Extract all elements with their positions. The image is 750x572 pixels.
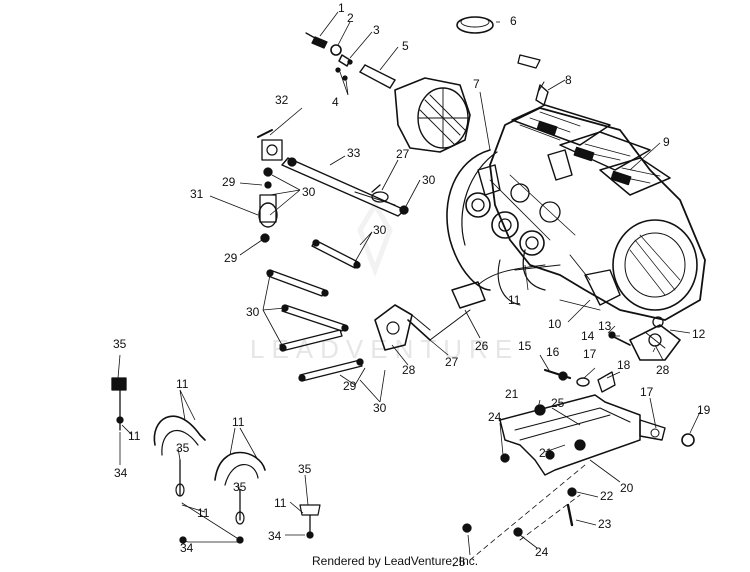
- callout-35b: 35: [176, 441, 190, 455]
- callout-20: 20: [620, 481, 634, 495]
- mount-parts-12-14: [608, 316, 681, 361]
- callout-23: 23: [598, 517, 612, 531]
- callout-34: 34: [114, 466, 128, 480]
- callout-17: 17: [583, 347, 597, 361]
- bolt-parts-22-23: [566, 487, 577, 527]
- guide-lines: [469, 464, 586, 561]
- intake-fan-assembly: [359, 64, 471, 153]
- callout-24: 24: [488, 410, 502, 424]
- fitting-parts-1-4: [305, 32, 353, 81]
- hose-set-30: [266, 239, 364, 382]
- callout-29c: 29: [343, 379, 357, 393]
- render-credit-caption: Rendered by LeadVenture, Inc.: [312, 554, 479, 568]
- callout-11: 11: [508, 293, 521, 307]
- callout-27b: 27: [445, 355, 459, 369]
- callout-30: 30: [302, 185, 316, 199]
- oil-line-assembly: [257, 129, 409, 243]
- callout-11f: 11: [274, 496, 287, 510]
- cable-part-26-27: [407, 264, 546, 341]
- callout-16: 16: [546, 345, 560, 359]
- callout-14: 14: [581, 329, 595, 343]
- callout-22: 22: [600, 489, 614, 503]
- callout-24b: 24: [535, 545, 549, 559]
- callout-30d: 30: [246, 305, 260, 319]
- callout-30b: 30: [422, 173, 436, 187]
- callout-5: 5: [402, 39, 409, 53]
- callout-31: 31: [190, 187, 204, 201]
- callout-28b: 28: [656, 363, 670, 377]
- callout-13: 13: [598, 319, 612, 333]
- oil-pump-part-28: [374, 304, 431, 351]
- callout-1: 1: [338, 1, 345, 15]
- callout-35c: 35: [233, 480, 247, 494]
- callout-21: 21: [505, 387, 519, 401]
- callout-32: 32: [275, 93, 289, 107]
- callout-11d: 11: [232, 415, 245, 429]
- callout-3: 3: [373, 23, 380, 37]
- callout-12: 12: [692, 327, 706, 341]
- callout-35: 35: [113, 337, 127, 351]
- callout-21b: 21: [539, 446, 553, 460]
- callout-34c: 34: [268, 529, 282, 543]
- callout-27: 27: [396, 147, 410, 161]
- callout-30c: 30: [373, 223, 387, 237]
- watermark-logo: [357, 200, 393, 278]
- callout-11b: 11: [176, 377, 189, 391]
- cap-part-6: [456, 16, 494, 34]
- callout-33: 33: [347, 146, 361, 160]
- callout-11e: 11: [197, 506, 210, 520]
- callout-2: 2: [347, 11, 354, 25]
- callout-9: 9: [663, 135, 670, 149]
- spark-plug-part-8: [517, 54, 549, 106]
- callout-35d: 35: [298, 462, 312, 476]
- callout-28: 28: [402, 363, 416, 377]
- callout-labels: 1 2 3 4 5 6 7 8 9 10 11 12 13 14 15 16 1…: [113, 1, 711, 569]
- bolt-parts-15-18: [543, 368, 616, 393]
- callout-25: 25: [551, 396, 565, 410]
- callout-34b: 34: [180, 541, 194, 555]
- callout-29: 29: [222, 175, 236, 189]
- fuel-line-set-left: [111, 377, 321, 544]
- callout-17b: 17: [640, 385, 654, 399]
- leader-lines: [117, 11, 701, 556]
- callout-4: 4: [332, 95, 339, 109]
- callout-26: 26: [475, 339, 489, 353]
- callout-30e: 30: [373, 401, 387, 415]
- callout-19: 19: [697, 403, 711, 417]
- callout-25b: 25: [452, 555, 466, 569]
- callout-15: 15: [518, 339, 532, 353]
- callout-18: 18: [617, 358, 631, 372]
- callout-7: 7: [473, 77, 480, 91]
- callout-8: 8: [565, 73, 572, 87]
- callout-10: 10: [548, 317, 562, 331]
- callout-29b: 29: [224, 251, 238, 265]
- engine-assembly: [446, 104, 706, 321]
- bracket-assembly-20: [499, 394, 695, 476]
- callout-11c: 11: [128, 429, 141, 443]
- callout-6: 6: [510, 14, 517, 28]
- lower-fasteners: [462, 453, 523, 537]
